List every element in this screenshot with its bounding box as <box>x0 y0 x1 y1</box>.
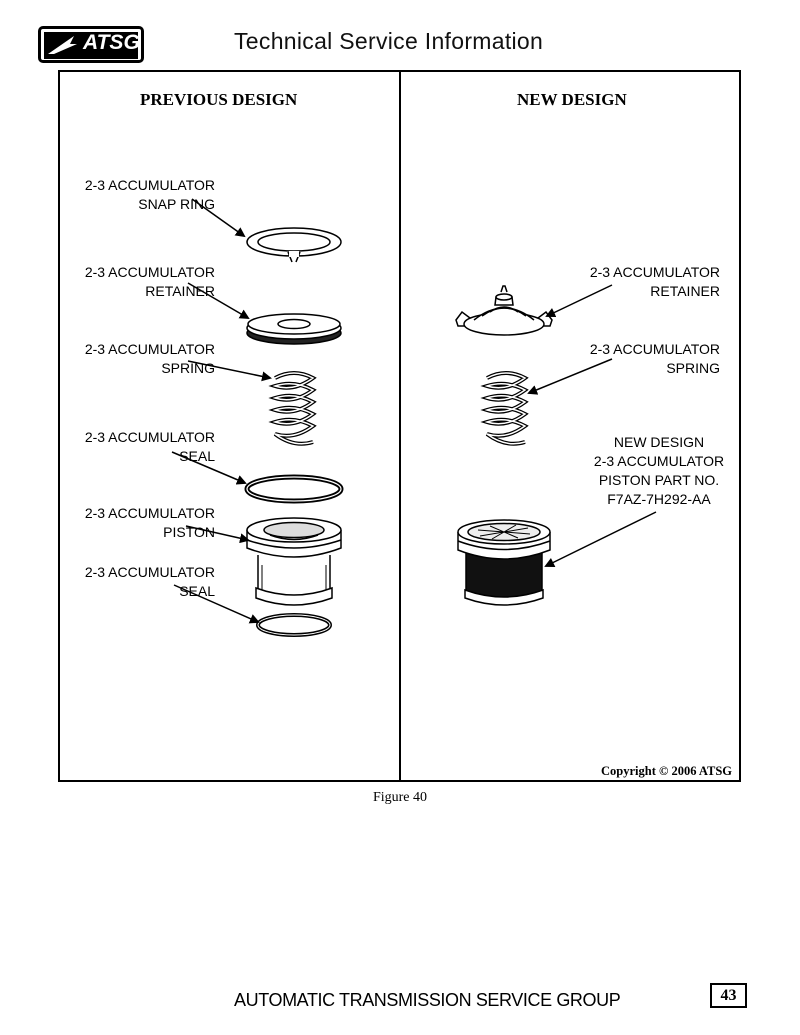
previous-design-heading: PREVIOUS DESIGN <box>140 90 298 109</box>
label-new-piston: NEW DESIGN 2-3 ACCUMULATOR PISTON PART N… <box>593 434 725 507</box>
atsg-logo-mark <box>44 32 138 59</box>
retainer-new <box>455 285 553 336</box>
page-number: 43 <box>710 983 747 1008</box>
piston-previous <box>246 517 342 606</box>
retainer-previous <box>246 313 342 345</box>
footer-text: AUTOMATIC TRANSMISSION SERVICE GROUP <box>234 990 621 1010</box>
piston-new <box>457 519 551 606</box>
seal-upper <box>244 474 344 504</box>
snap-ring <box>246 227 342 263</box>
logo-text: ATSG <box>83 31 140 54</box>
copyright-note: Copyright © 2006 ATSG <box>601 764 732 778</box>
page-title: Technical Service Information <box>234 28 544 54</box>
leader-arrows <box>171 198 657 624</box>
seal-lower <box>256 613 332 637</box>
new-design-heading: NEW DESIGN <box>517 90 627 109</box>
figure-caption: Figure 40 <box>372 790 428 805</box>
panel-divider <box>399 70 401 782</box>
atsg-logo: ATSG <box>38 26 144 63</box>
